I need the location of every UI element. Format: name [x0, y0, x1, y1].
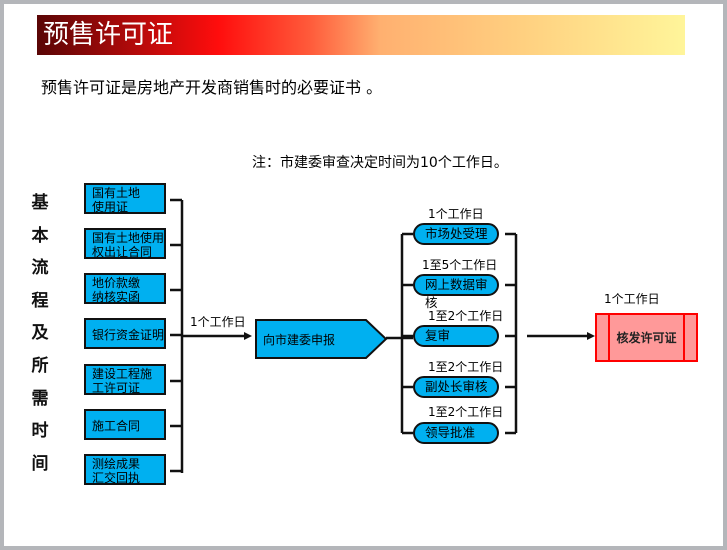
doc-label: 建设工程施工许可证 — [92, 366, 153, 395]
side-label-char: 时 — [31, 421, 49, 442]
side-label-char: 间 — [31, 453, 49, 474]
side-label-char: 所 — [31, 356, 49, 376]
document-box: 国有土地使用证 — [84, 183, 166, 214]
review-step: 市场处受理 — [413, 223, 499, 245]
step-time: 1至2个工作日 — [428, 309, 504, 323]
doc-label: 测绘成果汇交回执 — [92, 456, 141, 485]
issue-time: 1个工作日 — [604, 292, 660, 306]
doc-label: 施工合同 — [92, 418, 141, 433]
report-label: 向市建委申报 — [263, 333, 336, 347]
report-step: 向市建委申报 — [255, 319, 388, 359]
step-time: 1至2个工作日 — [428, 360, 504, 374]
document-box: 银行资金证明 — [84, 318, 166, 349]
side-label-char: 需 — [31, 388, 49, 409]
left-bracket — [170, 198, 184, 473]
side-label-char: 本 — [31, 225, 49, 246]
arrowhead — [244, 332, 252, 340]
title-bar: 预售许可证 — [37, 15, 685, 55]
review-step: 复审 — [413, 325, 499, 347]
side-label-char: 流 — [31, 258, 49, 279]
connector-lines — [170, 198, 595, 473]
note: 注：市建委审查决定时间为10个工作日。 — [252, 155, 508, 171]
pentagon-shape — [255, 319, 388, 359]
step-time: 1至2个工作日 — [428, 405, 504, 419]
slide: 预售许可证 预售许可证是房地产开发商销售时的必要证书 。 注：市建委审查决定时间… — [4, 4, 723, 546]
review-bracket-right — [505, 232, 518, 435]
doc-label: 国有土地使用证 — [92, 185, 141, 214]
review-bracket-left — [386, 232, 413, 435]
step-time: 1个工作日 — [428, 207, 484, 221]
step-time: 1至5个工作日 — [422, 258, 498, 272]
document-box: 测绘成果汇交回执 — [84, 454, 166, 485]
review-step: 副处长审核 — [413, 376, 499, 398]
report-time-label: 1个工作日 — [190, 315, 246, 329]
arrowhead — [587, 332, 595, 340]
doc-label: 银行资金证明 — [92, 327, 165, 342]
review-step: 领导批准 — [413, 422, 499, 444]
side-label-char: 及 — [31, 323, 49, 344]
document-box: 地价款缴纳核实函 — [84, 273, 166, 304]
subtitle: 预售许可证是房地产开发商销售时的必要证书 。 — [41, 78, 383, 97]
document-box: 施工合同 — [84, 409, 166, 440]
page-title: 预售许可证 — [43, 20, 174, 50]
document-box: 建设工程施工许可证 — [84, 364, 166, 395]
review-step: 网上数据审核 — [413, 274, 499, 310]
doc-label: 地价款缴纳核实函 — [92, 275, 141, 304]
doc-label: 国有土地使用权出让合同 — [92, 230, 165, 259]
side-label-char: 程 — [31, 290, 49, 311]
document-box: 国有土地使用权出让合同 — [84, 228, 166, 259]
issue-permit-box: 核发许可证 — [595, 313, 698, 362]
issue-label: 核发许可证 — [608, 315, 685, 360]
side-label-char: 基 — [31, 193, 49, 213]
